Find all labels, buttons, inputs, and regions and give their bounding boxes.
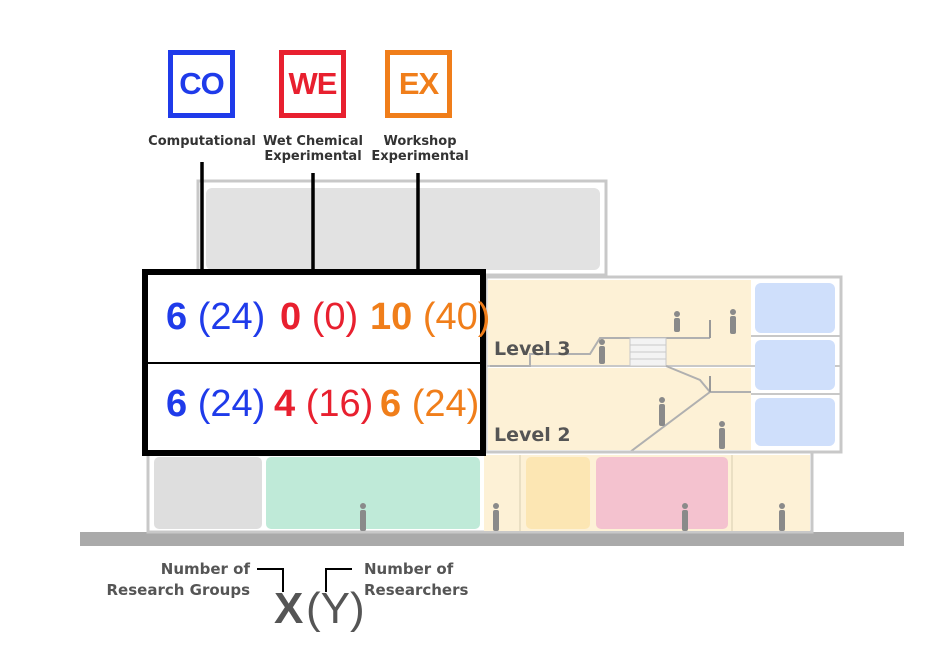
ground-line	[80, 532, 904, 546]
stat-groups: 6	[166, 296, 188, 338]
legend-researchers-line2: Researchers	[364, 581, 469, 599]
stat-computational-level3: 6 (24)	[166, 293, 265, 341]
blue-room-top	[755, 283, 835, 333]
staircase-upper	[490, 337, 710, 367]
grey-room	[154, 457, 262, 529]
legend-y-symbol: (Y)	[306, 584, 365, 633]
person-figure	[730, 309, 736, 334]
stat-researchers: (24)	[197, 383, 266, 425]
person-figure	[599, 339, 605, 364]
legend-groups-line1: Number of	[160, 560, 250, 578]
level-2-label: Level 2	[494, 424, 571, 446]
person-figure	[779, 503, 785, 531]
legend-connector-groups	[257, 568, 284, 592]
legend-researchers-line1: Number of	[364, 560, 454, 578]
legend-researchers-label: Number of Researchers	[364, 559, 494, 601]
person-figure	[659, 397, 665, 426]
stats-row-level2: 6 (24) 4 (16) 6 (24)	[148, 366, 480, 453]
stat-wet-chemical-level2: 4 (16)	[274, 380, 373, 428]
badge-wet-chemical: WE	[279, 50, 346, 118]
cream-area-level3	[488, 280, 751, 366]
green-room	[266, 457, 480, 529]
stat-researchers: (0)	[311, 296, 359, 338]
label-computational: Computational	[140, 134, 264, 149]
person-figure	[493, 503, 499, 531]
person-figure	[360, 503, 366, 531]
legend-connector-researchers	[325, 568, 352, 592]
yellow-room	[526, 457, 590, 529]
label-workshop: Workshop Experimental	[366, 134, 474, 164]
label-workshop-line1: Workshop	[383, 134, 457, 149]
stat-groups: 6	[166, 383, 188, 425]
legend-x-symbol: X	[274, 584, 304, 633]
label-wet-chemical-line2: Experimental	[264, 149, 362, 164]
blue-room-bottom	[755, 398, 835, 446]
stat-wet-chemical-level3: 0 (0)	[280, 293, 358, 341]
upper-block	[206, 188, 600, 270]
stat-computational-level2: 6 (24)	[166, 380, 265, 428]
stat-researchers: (40)	[422, 296, 491, 338]
label-computational-line1: Computational	[148, 134, 256, 149]
level-3-label: Level 3	[494, 338, 571, 360]
label-wet-chemical: Wet Chemical Experimental	[256, 134, 370, 164]
cream-area-level2	[488, 368, 751, 450]
stat-groups: 10	[370, 296, 413, 338]
person-figure	[674, 311, 680, 332]
stats-table: 6 (24) 0 (0) 10 (40) 6 (24) 4 (16) 6 (24…	[142, 269, 490, 456]
stat-groups: 4	[274, 383, 296, 425]
stat-workshop-level2: 6 (24)	[380, 380, 479, 428]
legend-groups-line2: Research Groups	[106, 581, 251, 599]
label-workshop-line2: Experimental	[371, 149, 469, 164]
person-figure	[682, 503, 688, 531]
badge-workshop: EX	[385, 50, 452, 118]
staircase-mid	[665, 365, 711, 393]
badge-computational: CO	[168, 50, 235, 118]
stats-row-level3: 6 (24) 0 (0) 10 (40)	[148, 275, 490, 364]
stat-groups: 0	[280, 296, 302, 338]
blue-room-middle	[755, 340, 835, 390]
person-figure	[719, 421, 725, 449]
pink-room	[596, 457, 728, 529]
stat-researchers: (24)	[197, 296, 266, 338]
stat-groups: 6	[380, 383, 402, 425]
label-wet-chemical-line1: Wet Chemical	[263, 134, 363, 149]
legend-groups-label: Number of Research Groups	[100, 559, 251, 601]
stat-researchers: (16)	[305, 383, 374, 425]
stat-workshop-level3: 10 (40)	[370, 293, 490, 341]
stat-researchers: (24)	[411, 383, 480, 425]
